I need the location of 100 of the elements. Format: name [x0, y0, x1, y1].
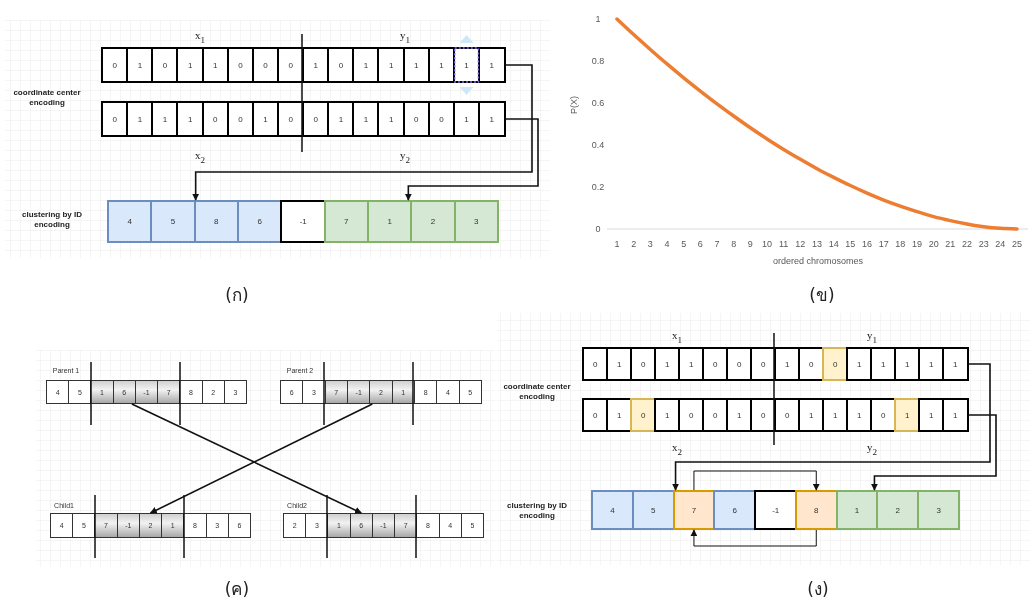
tick-label: 5	[681, 239, 687, 249]
bit-cell: 1	[846, 398, 873, 432]
tick-label: 0	[595, 224, 601, 234]
bit-cell: 0	[582, 398, 609, 432]
variable-label: y$_{2}$	[866, 441, 878, 457]
tick-label: 0.4	[591, 140, 605, 150]
tick-label: 2	[631, 239, 637, 249]
variable-label: y$_{1}$	[866, 329, 878, 345]
cluster-cell: -1	[280, 200, 327, 243]
variable-label: y$_{2}$	[399, 149, 411, 165]
connector-arrow	[870, 414, 997, 491]
bit-cell: 1	[126, 101, 154, 137]
bit-cell: 1	[918, 347, 945, 381]
bit-cell: 1	[477, 101, 506, 137]
bit-cell: 1	[377, 101, 405, 137]
bit-cell: 0	[702, 347, 729, 381]
bit-cell: 1	[654, 347, 681, 381]
tick-label: 9	[747, 239, 753, 249]
tick-label: 12	[795, 239, 806, 249]
tick-label: 0.2	[591, 182, 605, 192]
panel-label: (ง)	[807, 577, 829, 601]
tick-label: 11	[779, 239, 789, 249]
bit-cell: 1	[377, 47, 405, 83]
bit-cell: 0	[822, 347, 849, 381]
bit-cell: 1	[654, 398, 681, 432]
bit-cell: 1	[942, 398, 969, 432]
connector-arrow	[693, 470, 820, 491]
bit-cell: 0	[630, 398, 657, 432]
cluster-cell: 5	[631, 490, 675, 530]
tick-label: 23	[978, 239, 989, 249]
cluster-cell: 7	[323, 200, 369, 243]
bit-cell: 1	[176, 101, 204, 137]
tick-label: 4	[664, 239, 670, 249]
bit-cell: 1	[327, 101, 355, 137]
bit-cell: 0	[101, 47, 129, 83]
bit-cell: 1	[126, 47, 154, 83]
cluster-cell: 4	[591, 490, 634, 530]
variable-label: x$_{2}$	[194, 149, 206, 165]
bit-cell: 1	[151, 101, 179, 137]
tick-label: 0.6	[591, 98, 605, 108]
bit-cell: 1	[477, 47, 506, 83]
bit-cell: 1	[918, 398, 945, 432]
tick-label: 3	[647, 239, 653, 249]
tick-label: 25	[1012, 239, 1022, 249]
cluster-cell: 6	[713, 490, 757, 530]
cluster-cell: 6	[237, 200, 283, 243]
bit-cell: 1	[846, 347, 873, 381]
bit-cell: 0	[327, 47, 355, 83]
bit-cell: 1	[726, 398, 753, 432]
tick-label: 24	[995, 239, 1006, 249]
tick-label: 1	[595, 14, 601, 24]
panel-label: (ข)	[809, 283, 835, 307]
tick-label: 6	[697, 239, 703, 249]
bit-cell: 0	[582, 347, 609, 381]
bit-cell: 0	[726, 347, 753, 381]
cluster-cell: -1	[754, 490, 798, 530]
row-label: coordinate center encoding	[12, 88, 82, 108]
variable-label: x$_{1}$	[671, 329, 683, 345]
axis-title: ordered chromosomes	[773, 256, 863, 266]
tick-label: 0.8	[591, 56, 605, 66]
cluster-cell: 7	[672, 490, 716, 530]
bit-cell: 1	[798, 398, 825, 432]
row-label: coordinate center encoding	[502, 382, 572, 402]
cluster-cell: 3	[453, 200, 499, 243]
variable-label: x$_{2}$	[671, 441, 683, 457]
variable-label: y$_{1}$	[399, 29, 411, 45]
bit-cell: 1	[606, 398, 633, 432]
tick-label: 16	[862, 239, 872, 249]
variable-label: x$_{1}$	[194, 29, 206, 45]
bit-cell: 0	[702, 398, 729, 432]
connector-arrow	[690, 529, 817, 547]
bit-cell: 1	[678, 347, 705, 381]
cluster-cell: 5	[150, 200, 196, 243]
bit-cell: 1	[352, 47, 380, 83]
bit-cell: 1	[942, 347, 969, 381]
row-label: clustering by ID encoding	[21, 210, 83, 230]
bit-cell: 0	[101, 101, 129, 137]
bit-cell: 1	[894, 347, 921, 381]
tick-label: 1	[614, 239, 620, 249]
axis-title: P(X)	[569, 96, 579, 114]
cluster-cell: 4	[107, 200, 153, 243]
bit-cell: 0	[630, 347, 657, 381]
bit-cell: 0	[151, 47, 179, 83]
cluster-cell: 8	[794, 490, 838, 530]
tick-label: 20	[928, 239, 939, 249]
panel-label: (ก)	[225, 283, 249, 307]
bit-cell: 1	[352, 101, 380, 137]
cluster-cell: 2	[410, 200, 456, 243]
bit-cell: 1	[822, 398, 849, 432]
connector-arrow	[672, 363, 991, 491]
cluster-cell: 1	[835, 490, 879, 530]
tick-label: 14	[828, 239, 839, 249]
tick-label: 19	[912, 239, 922, 249]
tick-label: 8	[731, 239, 737, 249]
cluster-cell: 1	[367, 200, 413, 243]
tick-label: 21	[945, 239, 956, 249]
tick-label: 10	[762, 239, 772, 249]
tick-label: 18	[895, 239, 906, 249]
bit-cell: 1	[870, 347, 897, 381]
bit-cell: 0	[798, 347, 825, 381]
